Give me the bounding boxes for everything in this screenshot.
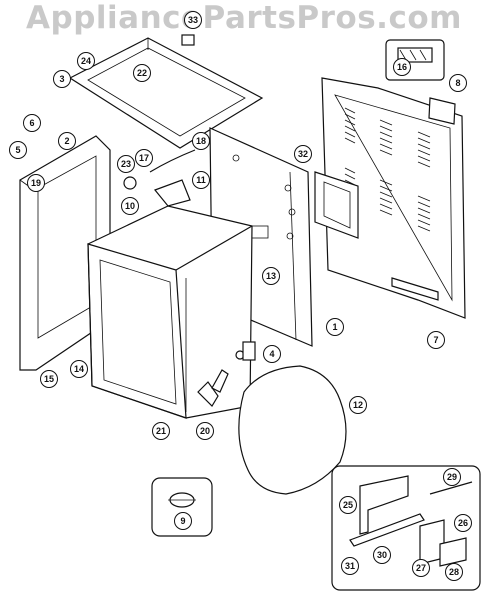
callout-22: 22 xyxy=(133,64,151,82)
callout-31: 31 xyxy=(341,557,359,575)
callout-16: 16 xyxy=(393,58,411,76)
small-brackets xyxy=(123,149,256,407)
callout-4: 4 xyxy=(263,345,281,363)
callout-15: 15 xyxy=(40,370,58,388)
callout-26: 26 xyxy=(454,514,472,532)
detail-box-latch xyxy=(331,465,481,591)
callout-10: 10 xyxy=(121,197,139,215)
callout-19: 19 xyxy=(27,174,45,192)
callout-24: 24 xyxy=(77,52,95,70)
callout-25: 25 xyxy=(339,496,357,514)
callout-21: 21 xyxy=(152,422,170,440)
callout-3: 3 xyxy=(53,70,71,88)
callout-20: 20 xyxy=(196,422,214,440)
callout-30: 30 xyxy=(373,546,391,564)
detail-box-9 xyxy=(151,477,213,537)
callout-6: 6 xyxy=(23,114,41,132)
callout-7: 7 xyxy=(427,331,445,349)
callout-13: 13 xyxy=(262,267,280,285)
callout-23: 23 xyxy=(117,155,135,173)
callout-28: 28 xyxy=(445,563,463,581)
callout-12: 12 xyxy=(349,396,367,414)
callout-14: 14 xyxy=(70,360,88,378)
callout-5: 5 xyxy=(9,141,27,159)
callout-27: 27 xyxy=(412,559,430,577)
callout-2: 2 xyxy=(58,132,76,150)
callout-11: 11 xyxy=(192,171,210,189)
callout-1: 1 xyxy=(326,318,344,336)
callout-32: 32 xyxy=(294,145,312,163)
watermark: AppliancePartsPros.com xyxy=(26,0,462,36)
insulation-blanket xyxy=(238,365,347,495)
callout-9: 9 xyxy=(174,512,192,530)
callout-18: 18 xyxy=(192,132,210,150)
back-panel xyxy=(314,77,466,319)
callout-8: 8 xyxy=(449,74,467,92)
small-plate xyxy=(428,97,456,125)
callout-33: 33 xyxy=(184,11,202,29)
callout-17: 17 xyxy=(135,149,153,167)
callout-29: 29 xyxy=(443,468,461,486)
top-cover-plate xyxy=(68,34,264,149)
oven-cavity xyxy=(87,205,253,419)
